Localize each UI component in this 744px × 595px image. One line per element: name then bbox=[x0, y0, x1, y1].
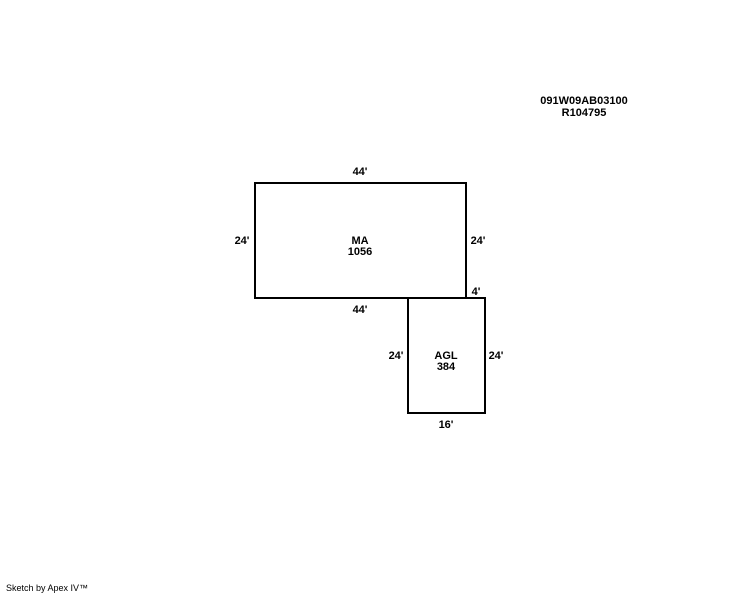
room-agl-label-block: AGL 384 bbox=[416, 351, 476, 373]
parcel-map-number: 091W09AB03100 bbox=[540, 95, 628, 107]
room-ma-outline bbox=[254, 182, 467, 299]
sketch-credit: Sketch by Apex IV™ bbox=[6, 583, 89, 593]
room-agl-area: 384 bbox=[436, 361, 456, 373]
room-agl-dim-bottom: 16' bbox=[438, 419, 454, 431]
room-ma-dim-right: 24' bbox=[470, 235, 486, 247]
room-ma-dim-left: 24' bbox=[234, 235, 250, 247]
room-agl-dim-top-offset: 4' bbox=[471, 286, 481, 298]
parcel-id-block: 091W09AB03100 R104795 bbox=[534, 95, 634, 119]
room-ma-label-block: MA 1056 bbox=[330, 236, 390, 258]
room-agl-name: AGL bbox=[434, 350, 458, 362]
parcel-account-number: R104795 bbox=[561, 107, 607, 119]
room-ma-dim-bottom: 44' bbox=[352, 304, 368, 316]
room-ma-dim-top: 44' bbox=[352, 166, 368, 178]
room-ma-name: MA bbox=[351, 235, 369, 247]
room-agl-dim-right: 24' bbox=[488, 350, 504, 362]
room-agl-outline bbox=[407, 297, 486, 414]
room-ma-area: 1056 bbox=[347, 246, 373, 258]
room-agl-dim-left: 24' bbox=[388, 350, 404, 362]
